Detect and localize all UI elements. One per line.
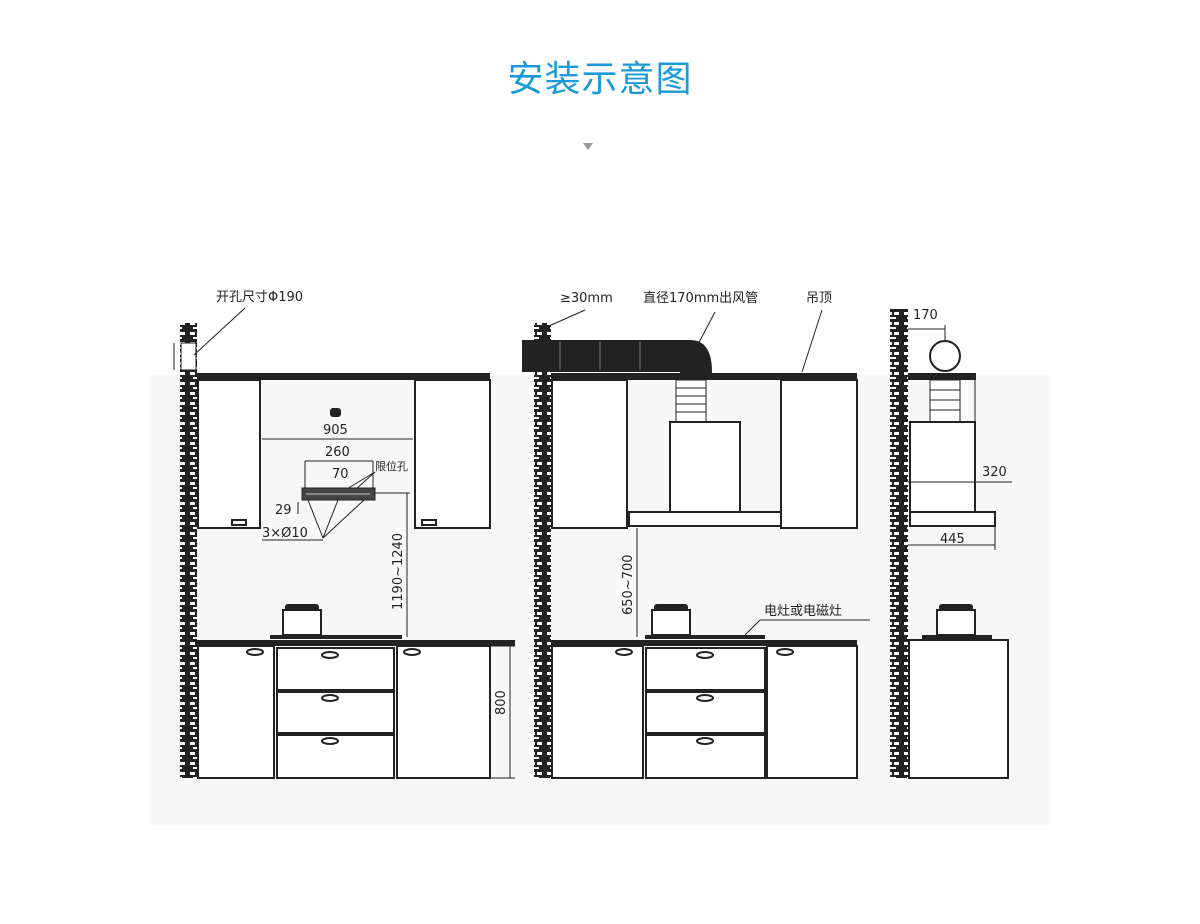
hood-canopy xyxy=(628,511,782,527)
counter-height-label: 800 xyxy=(494,690,509,715)
lower-cabinet-right xyxy=(396,645,491,779)
lower-cabinet-left xyxy=(551,645,644,779)
front-view: 开孔尺寸Φ190 905 260 70 限位孔 29 3×Ø10 1190~12… xyxy=(173,290,515,779)
dim-29: 29 xyxy=(275,503,292,518)
dim-70: 70 xyxy=(332,467,349,482)
ceiling xyxy=(551,373,857,380)
ceiling xyxy=(908,373,976,380)
upper-cabinet-right xyxy=(780,379,858,529)
dim-320: 320 xyxy=(982,465,1007,480)
limit-hole-label: 限位孔 xyxy=(375,459,408,473)
upper-cabinet-left xyxy=(551,379,628,529)
lower-cabinet-right xyxy=(766,645,858,779)
wall xyxy=(890,309,908,778)
cabinet-handle xyxy=(421,519,437,526)
hood-chimney xyxy=(909,421,976,513)
flex-pipe xyxy=(929,379,961,423)
gap-label: ≥30mm xyxy=(560,291,613,306)
side-view: 170 320 445 xyxy=(890,308,1012,779)
lower-cabinet-left xyxy=(197,645,275,779)
duct-label: 直径170mm出风管 xyxy=(643,291,758,306)
cabinet-handle xyxy=(231,519,247,526)
cooktop xyxy=(645,635,765,639)
hood-height-label: 650~700 xyxy=(621,554,636,615)
stove-label: 电灶或电磁灶 xyxy=(764,604,842,619)
stove-pot xyxy=(651,609,691,636)
cooktop xyxy=(270,635,402,639)
countertop xyxy=(551,640,857,646)
upper-cabinet-right xyxy=(414,379,491,529)
exhaust-duct xyxy=(522,340,712,380)
dim-905: 905 xyxy=(323,423,348,438)
dim-170: 170 xyxy=(913,308,938,323)
cooktop xyxy=(922,635,992,639)
lower-cabinet xyxy=(908,639,1009,779)
flex-pipe xyxy=(675,379,707,423)
dim-260: 260 xyxy=(325,445,350,460)
triangle-down-icon xyxy=(583,143,593,150)
hole-size-label: 开孔尺寸Φ190 xyxy=(216,290,303,305)
ceiling xyxy=(197,373,490,380)
wall-hole xyxy=(180,342,197,371)
ceiling-label: 吊顶 xyxy=(806,291,832,306)
upper-cabinet-left xyxy=(197,379,261,529)
hood-canopy xyxy=(909,511,996,527)
installed-view: ≥30mm 直径170mm出风管 吊顶 650~700 电灶或电磁灶 xyxy=(522,291,870,779)
stove-pot xyxy=(282,609,322,636)
duct-section xyxy=(929,340,961,372)
wall xyxy=(534,323,551,778)
screw-holes-label: 3×Ø10 xyxy=(262,526,308,541)
hood-chimney xyxy=(669,421,741,513)
socket-icon xyxy=(330,408,341,417)
countertop xyxy=(197,640,515,646)
wall xyxy=(180,323,197,778)
stove-pot xyxy=(936,609,976,636)
mount-height-label: 1190~1240 xyxy=(391,533,406,610)
dim-445: 445 xyxy=(940,532,965,547)
page-title: 安装示意图 xyxy=(507,59,693,100)
